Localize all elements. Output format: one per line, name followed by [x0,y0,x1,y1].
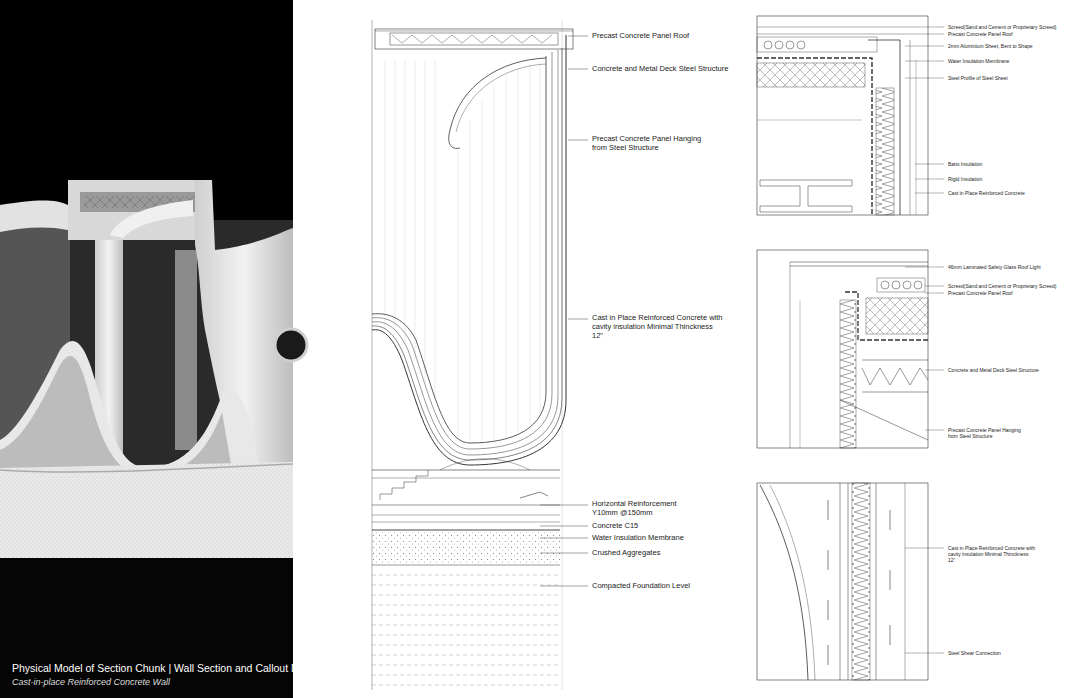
part-label: Concrete C15 [592,521,638,530]
part-label: Horizontal Reinforcement Y10mm @150mm [592,499,704,517]
part-label: Water Insulation Membrane [592,533,684,542]
part-label: 2mm Aluminium Sheet, Bent to Shape [948,43,1033,49]
part-label: Crushed Aggregates [592,548,660,557]
part-label: Precast Concrete Panel Hanging from Stee… [948,427,1030,439]
part-label: Cast in Place Reinforced Concrete [948,190,1025,196]
callout-details [757,16,944,680]
part-label: Precast Concrete Panel Roof [592,31,689,40]
part-label: Precast Concrete Panel Roof [948,31,1013,37]
part-label: Rigid Insulation [948,176,982,182]
part-label: Precast Concrete Panel Hanging from Stee… [592,134,717,152]
part-label: Cast in Place Reinforced Concrete with c… [948,545,1036,563]
part-label: Concrete and Metal Deck Steel Structure [592,64,728,73]
part-label: Precast Concrete Panel Roof [948,290,1013,296]
part-label: Screed(Sand and Cement or Proprietary Sc… [948,24,1056,30]
part-label: Screed(Sand and Cement or Proprietary Sc… [948,283,1056,289]
part-label: Cast in Place Reinforced Concrete with c… [592,313,724,340]
part-label: Steel Shear Connection [948,650,1001,656]
model-photo [0,0,307,698]
sheet-caption: Cast-in-place Reinforced Concrete Wall [12,677,170,688]
sheet-title: Physical Model of Section Chunk | Wall S… [12,662,323,675]
part-label: Steel Profile of Steel Sheet [948,75,1008,81]
part-label: Water Insulation Membrane [948,58,1009,64]
wall-section [372,20,588,690]
part-label: Compacted Foundation Level [592,581,690,590]
part-label: Concrete and Metal Deck Steel Structure [948,367,1039,373]
part-label: Batts Insulation [948,161,982,167]
part-label: 46mm Laminated Safety Glass Roof Light [948,264,1041,270]
